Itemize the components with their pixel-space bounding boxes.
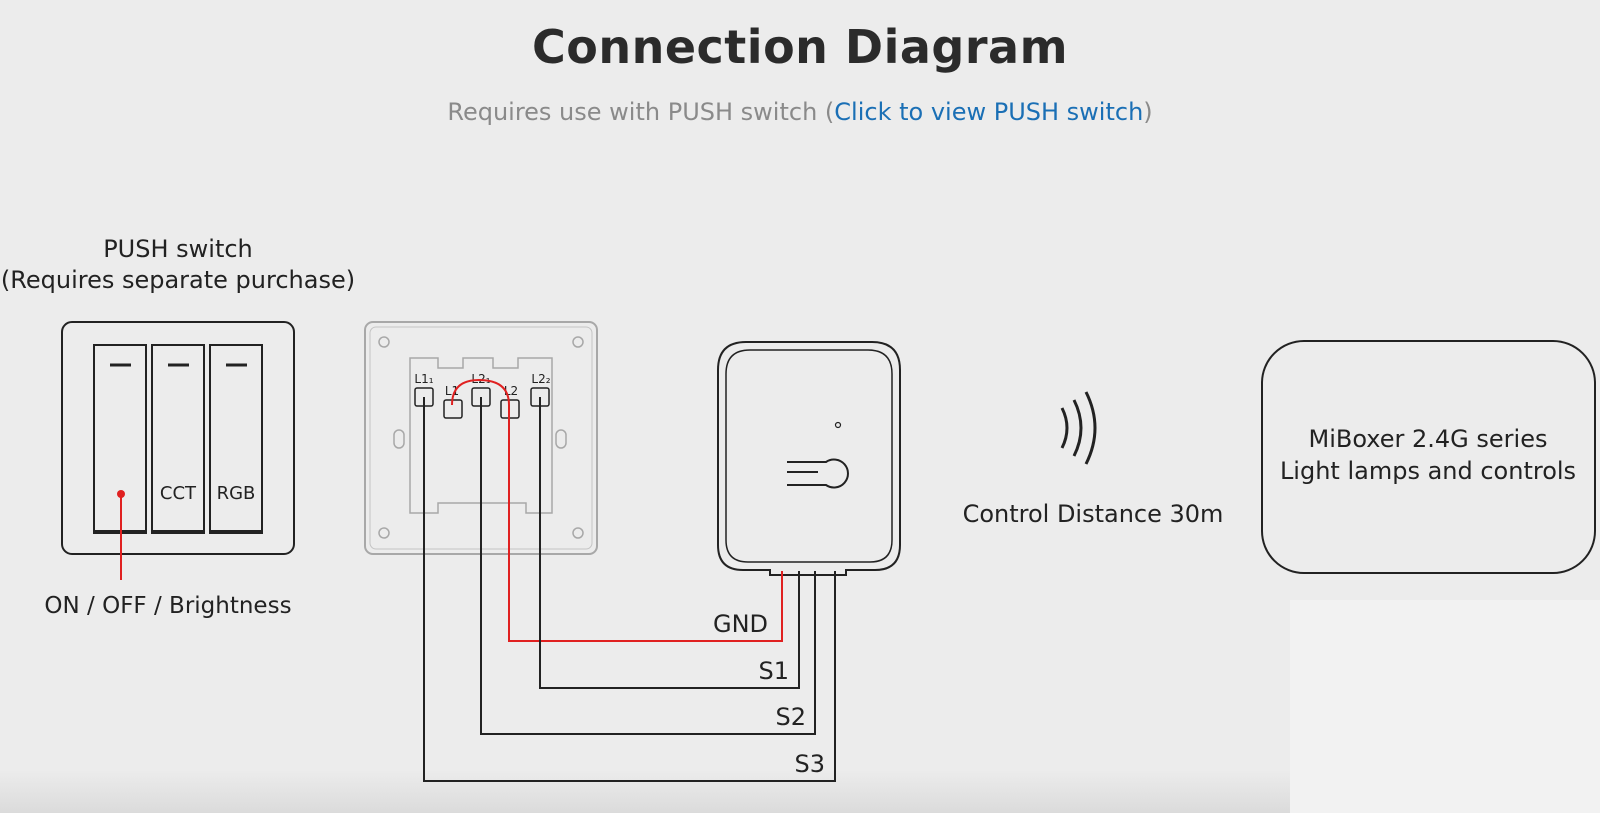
red-jumper <box>451 378 510 406</box>
control-distance-label: Control Distance 30m <box>963 500 1224 528</box>
terminal-label-l2-2: L2₂ <box>531 372 550 386</box>
wireless-signal-icon <box>1060 391 1097 465</box>
terminal-label-l1: L1 <box>445 384 459 398</box>
push-switch-title: PUSH switch <box>103 235 253 263</box>
background-panel <box>1290 600 1600 813</box>
wire-label-s2: S2 <box>775 703 806 731</box>
receiver-module <box>717 341 901 576</box>
wires <box>423 378 836 782</box>
page-title: Connection Diagram <box>531 20 1069 74</box>
push-switch-callout: ON / OFF / Brightness <box>44 593 291 619</box>
subtitle-prefix: Requires use with PUSH switch ( <box>447 98 835 126</box>
target-box <box>1261 340 1596 574</box>
wire-label-s3: S3 <box>794 750 825 778</box>
wire-s2 <box>480 397 816 735</box>
target-line-1: MiBoxer 2.4G series <box>1309 425 1548 453</box>
terminal-label-l2-1: L2₁ <box>471 372 490 386</box>
terminal-label-l1-1: L1₁ <box>414 372 433 386</box>
wire-s1 <box>539 397 800 689</box>
subtitle-suffix: ) <box>1143 98 1153 126</box>
wire-gnd <box>508 405 783 642</box>
push-switch-note: (Requires separate purchase) <box>1 266 355 294</box>
wire-label-s1: S1 <box>758 657 789 685</box>
wire-s3 <box>423 397 836 782</box>
wire-label-gnd: GND <box>713 610 768 638</box>
pairing-button[interactable] <box>787 458 849 489</box>
switch-button-cct-label: CCT <box>160 483 197 504</box>
switch-button-rgb[interactable]: RGB <box>209 344 263 534</box>
target-line-2: Light lamps and controls <box>1280 457 1576 485</box>
push-switch-link[interactable]: Click to view PUSH switch <box>834 98 1144 126</box>
switch-button-rgb-label: RGB <box>217 483 256 504</box>
subtitle: Requires use with PUSH switch (Click to … <box>0 98 1600 126</box>
status-led <box>834 421 842 429</box>
switch-button-cct[interactable]: CCT <box>151 344 205 534</box>
bottom-shade <box>0 770 1290 813</box>
push-switch: CCT RGB <box>61 321 295 580</box>
